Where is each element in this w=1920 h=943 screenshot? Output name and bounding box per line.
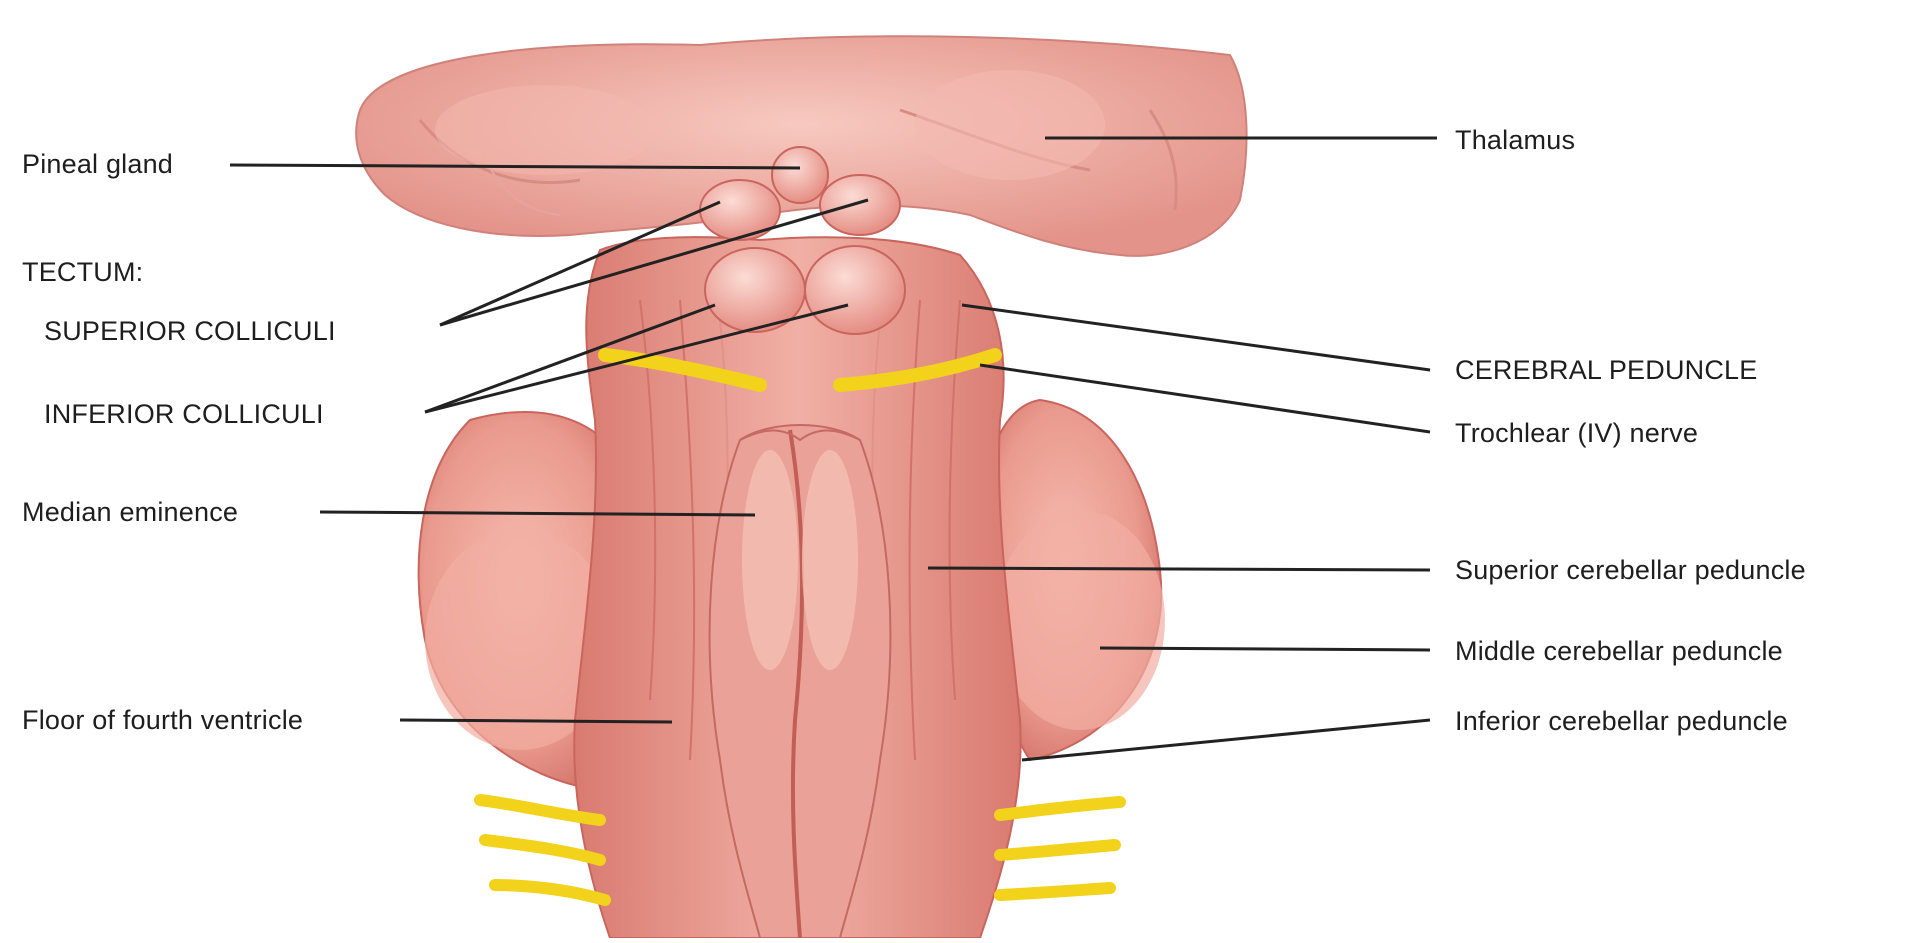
label-inferior-colliculi: INFERIOR COLLICULI (44, 401, 324, 428)
label-inferior-cerebellar-peduncle: Inferior cerebellar peduncle (1455, 708, 1788, 735)
leader-floor-fourth-ventricle (400, 720, 672, 722)
label-pineal-gland: Pineal gland (22, 151, 173, 178)
label-trochlear-nerve: Trochlear (IV) nerve (1455, 420, 1698, 447)
label-thalamus: Thalamus (1455, 127, 1575, 154)
leader-superior-cerebellar-peduncle (928, 568, 1430, 570)
label-superior-cerebellar-peduncle: Superior cerebellar peduncle (1455, 557, 1806, 584)
label-middle-cerebellar-peduncle: Middle cerebellar peduncle (1455, 638, 1783, 665)
label-median-eminence: Median eminence (22, 499, 238, 526)
label-floor-fourth-ventricle: Floor of fourth ventricle (22, 707, 303, 734)
label-tectum: TECTUM: (22, 259, 143, 286)
label-cerebral-peduncle: CEREBRAL PEDUNCLE (1455, 357, 1757, 384)
leader-middle-cerebellar-peduncle (1100, 648, 1430, 650)
leader-cerebral-peduncle (962, 305, 1430, 370)
label-superior-colliculi: SUPERIOR COLLICULI (44, 318, 336, 345)
